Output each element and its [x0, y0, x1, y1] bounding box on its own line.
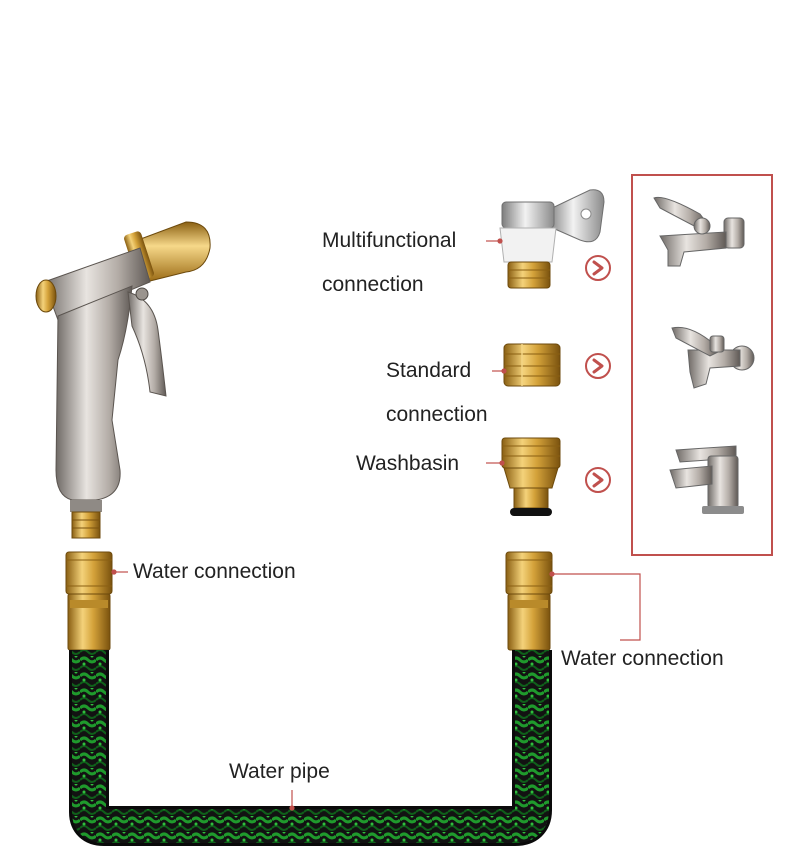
water-pipe-label: Water pipe: [229, 760, 330, 783]
standard-adapter-icon: [503, 343, 561, 387]
multifunctional-label-line2: connection: [322, 273, 424, 296]
multifunctional-adapter-icon: [499, 189, 605, 289]
standard-label-line2: connection: [386, 403, 488, 426]
water-connection-right-label: Water connection: [561, 647, 724, 670]
chevron-right-icon: [585, 255, 611, 281]
wall-tap-icon: [653, 196, 745, 267]
standard-label-line1: Standard: [386, 359, 472, 382]
standard-connection-label: Standard connection: [386, 359, 488, 427]
chevron-right-icon: [585, 467, 611, 493]
bib-tap-icon: [671, 326, 755, 389]
right-water-connector-icon: [505, 551, 553, 651]
multifunctional-label-line1: Multifunctional: [322, 229, 457, 252]
water-connection-left-label: Water connection: [133, 560, 296, 583]
leader-lines: [111, 238, 641, 811]
washbasin-adapter-icon: [501, 437, 561, 516]
left-water-connector-icon: [65, 551, 113, 651]
hose-icon: [69, 650, 552, 846]
chevron-right-icon: [585, 353, 611, 379]
multifunctional-connection-label: Multifunctional connection: [322, 229, 456, 297]
faucet-panel: [631, 174, 773, 556]
basin-faucet-icon: [669, 445, 744, 514]
spray-gun-icon: [35, 221, 211, 539]
washbasin-label: Washbasin: [356, 452, 460, 475]
